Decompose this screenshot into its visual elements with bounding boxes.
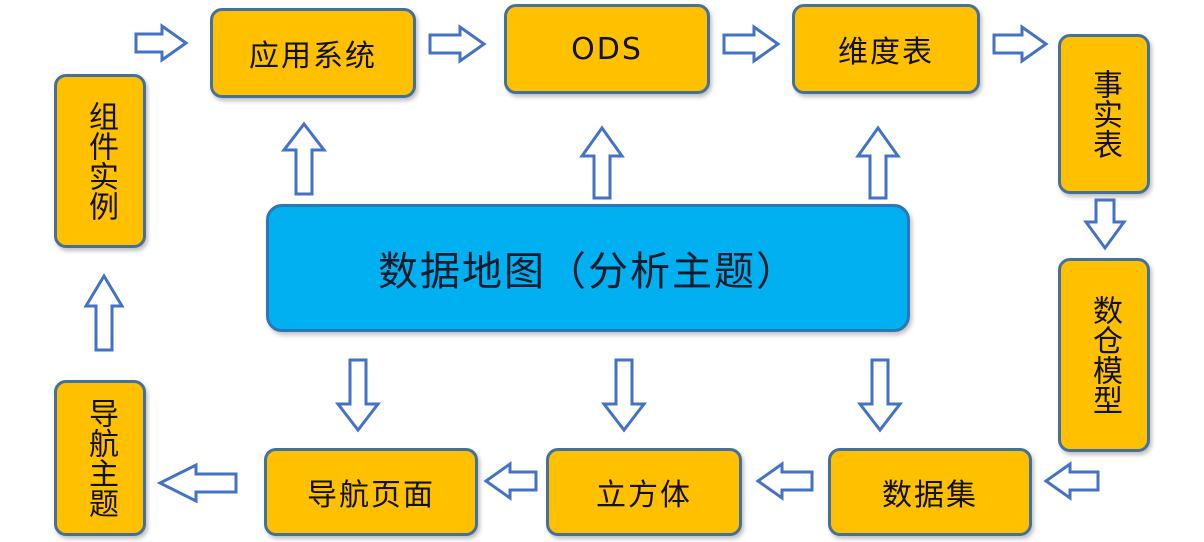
arrow-navtopic-to-component [83, 273, 125, 352]
node-warehouse-model-label: 数仓模型 [1087, 295, 1122, 415]
arrow-dataset-to-cube [755, 461, 814, 501]
arrow-navpage-to-navtopic [156, 462, 238, 504]
node-data-map-center: 数据地图（分析主题） [266, 204, 910, 332]
node-cube: 立方体 [546, 448, 742, 536]
node-app-system-label: 应用系统 [249, 39, 377, 74]
node-fact-table: 事实表 [1058, 34, 1150, 194]
arrow-center-to-navpage [334, 358, 382, 433]
node-app-system: 应用系统 [210, 8, 416, 98]
center-label: 数据地图（分析主题） [378, 249, 798, 295]
arrow-ods-to-dimension [722, 24, 781, 64]
node-warehouse-model: 数仓模型 [1058, 258, 1150, 452]
node-component-instance-label: 组件实例 [83, 101, 118, 221]
arrow-center-to-cube [600, 358, 648, 433]
node-dataset-label: 数据集 [882, 478, 978, 513]
node-nav-topic-label: 导航主题 [83, 398, 118, 518]
node-nav-topic: 导航主题 [54, 380, 146, 536]
node-dimension-table-label: 维度表 [838, 35, 934, 70]
node-dimension-table: 维度表 [792, 4, 980, 94]
node-fact-table-label: 事实表 [1087, 69, 1122, 159]
node-component-instance: 组件实例 [54, 74, 146, 248]
arrow-center-to-dimension [855, 125, 901, 200]
arrow-cube-to-navpage [483, 461, 538, 501]
arrow-center-to-dataset [856, 358, 904, 433]
arrow-model-to-dataset [1043, 461, 1100, 501]
arrow-center-to-ods [579, 125, 625, 200]
node-dataset: 数据集 [828, 448, 1032, 536]
arrow-app-to-ods [428, 24, 487, 64]
arrow-dimension-to-fact [992, 24, 1049, 64]
node-ods: ODS [504, 4, 710, 94]
arrow-center-to-app [280, 121, 328, 196]
arrow-fact-to-model [1083, 198, 1127, 251]
node-nav-page-label: 导航页面 [307, 478, 435, 513]
node-cube-label: 立方体 [596, 478, 692, 513]
arrow-component-to-app [134, 23, 189, 63]
node-nav-page: 导航页面 [264, 448, 478, 536]
node-ods-label: ODS [571, 31, 643, 67]
